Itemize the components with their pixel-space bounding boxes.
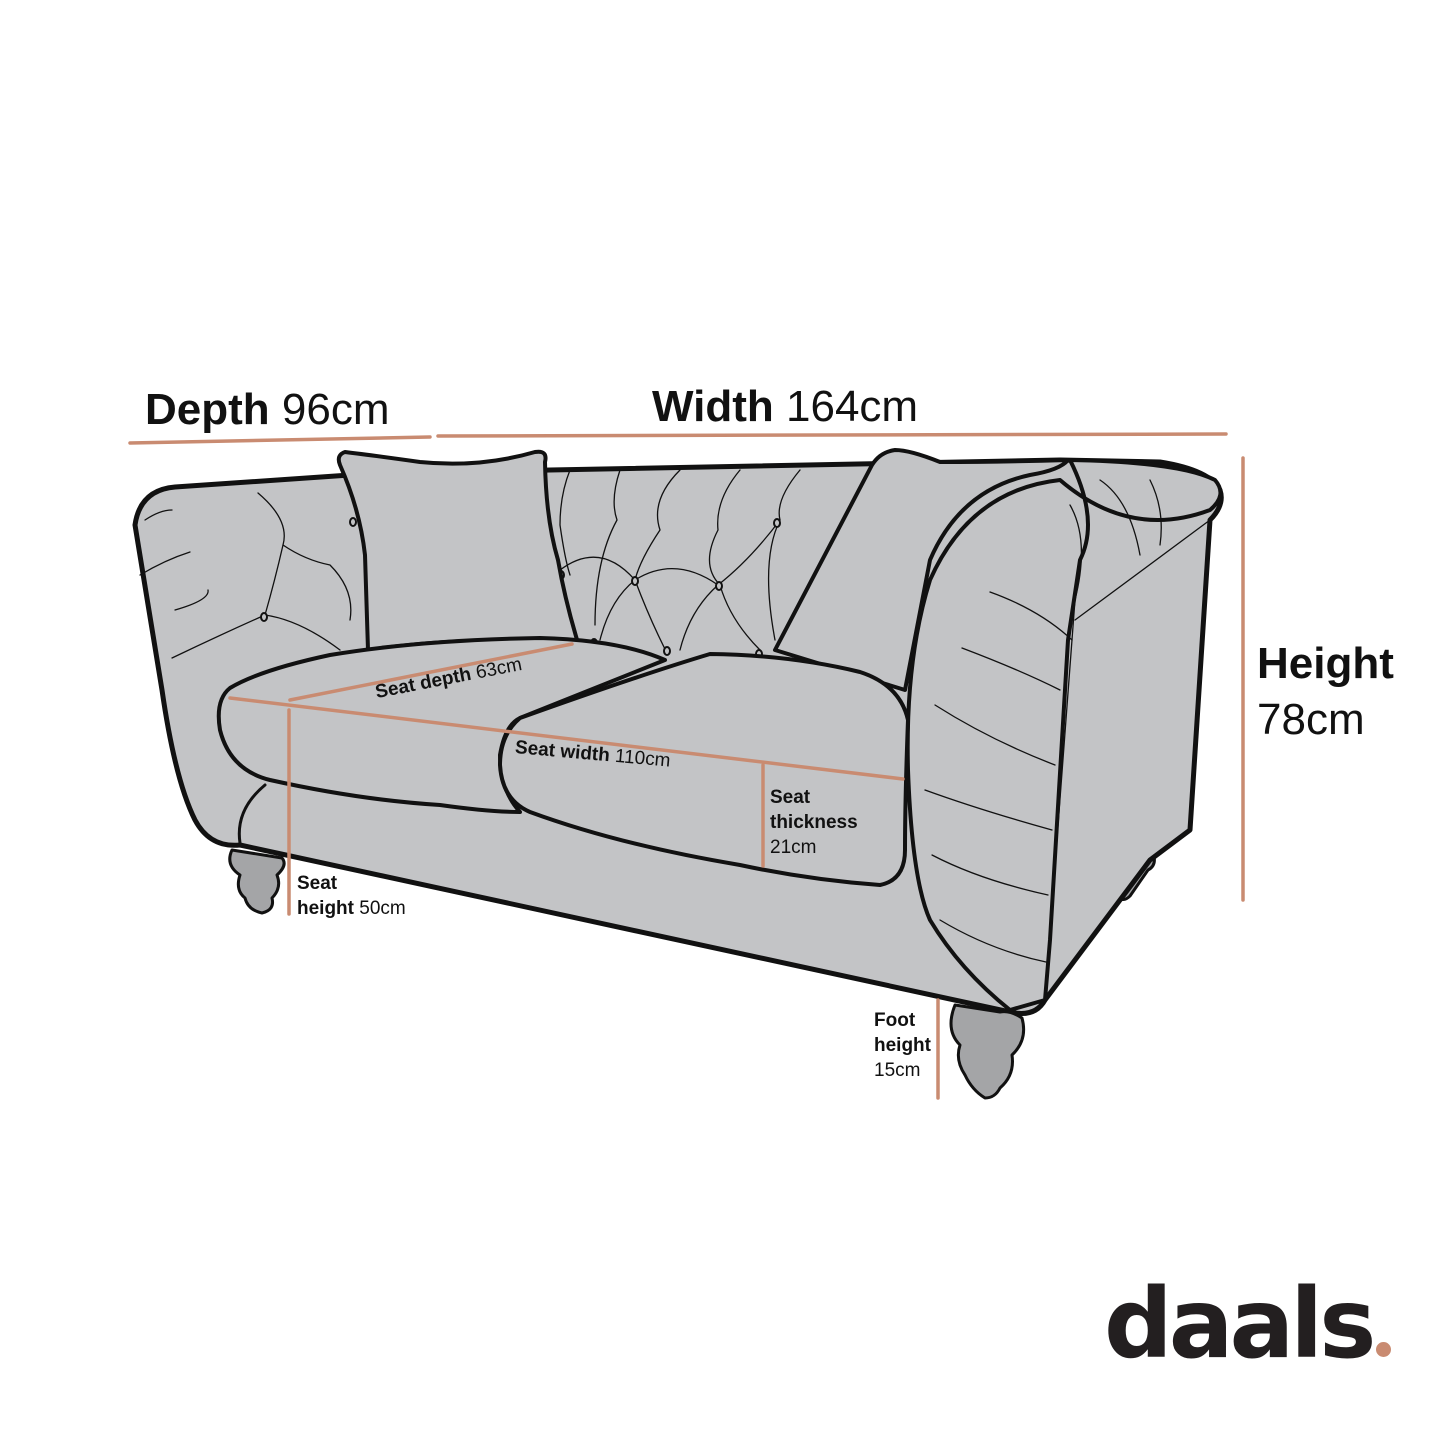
right-arm-pleats — [924, 479, 1211, 999]
left-scatter-cushion — [336, 449, 580, 652]
foot-height-label: Foot height 15cm — [874, 1008, 931, 1083]
seat-thickness-label-line2: thickness — [770, 812, 858, 833]
brand-logo: daals — [1104, 1276, 1392, 1372]
width-value: 164cm — [786, 382, 919, 431]
backrest-tufting — [139, 469, 801, 659]
front-left-foot — [228, 848, 286, 915]
width-dimension-line — [436, 432, 1228, 438]
right-arm — [905, 458, 1223, 1012]
right-scatter-cushion — [773, 448, 1070, 692]
foot-height-label-line1: Foot — [874, 1010, 916, 1031]
seat-width-dimension-line — [228, 696, 905, 781]
depth-dimension-line — [128, 435, 432, 445]
width-label: Width 164cm — [652, 385, 918, 429]
width-label-name: Width — [652, 382, 774, 431]
seat-height-label-line1: Seat — [297, 873, 338, 894]
dimension-lines — [128, 432, 1245, 1100]
foot-height-value: 15cm — [874, 1060, 921, 1081]
seat-height-value: 50cm — [359, 898, 406, 919]
seat-depth-dimension-line — [288, 642, 574, 702]
seat-width-value: 110cm — [614, 745, 672, 772]
right-seat-cushion — [498, 652, 910, 887]
seat-thickness-value: 21cm — [770, 837, 817, 858]
brand-logo-text: daals — [1104, 1268, 1376, 1380]
depth-label-name: Depth — [145, 385, 270, 434]
foot-height-label-line2: height — [874, 1035, 931, 1056]
brand-logo-dot-icon — [1376, 1342, 1392, 1357]
seat-thickness-label-line1: Seat — [770, 787, 811, 808]
seat-height-label: Seat height 50cm — [297, 871, 406, 921]
seat-height-label-line2: height — [297, 898, 354, 919]
height-value: 78cm — [1257, 695, 1365, 744]
depth-value: 96cm — [281, 385, 390, 434]
depth-label: Depth 96cm — [145, 388, 389, 432]
height-label: Height 78cm — [1257, 636, 1394, 748]
height-label-name: Height — [1257, 639, 1394, 688]
seat-thickness-label: Seat thickness 21cm — [770, 785, 858, 860]
front-right-foot — [949, 1003, 1026, 1100]
